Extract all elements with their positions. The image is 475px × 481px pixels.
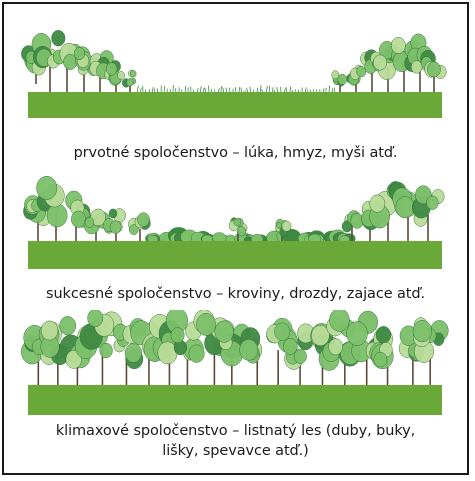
stage-2-illustration xyxy=(12,166,458,274)
stage-1-caption: prvotné spoločenstvo – lúka, hmyz, myši … xyxy=(0,143,471,163)
tree xyxy=(332,71,347,93)
meadow-scene xyxy=(12,14,458,122)
meadow-grass xyxy=(137,85,335,93)
tree xyxy=(413,320,448,386)
edge-trees xyxy=(21,30,446,93)
ground-strip xyxy=(28,92,442,118)
tree xyxy=(370,326,394,386)
tree xyxy=(240,328,262,387)
stage-2-caption: sukcesné spoločenstvo – kroviny, drozdy,… xyxy=(0,284,471,304)
shrub-scene xyxy=(12,166,458,274)
shrubs-and-trees xyxy=(23,176,444,244)
tree xyxy=(105,60,125,93)
ground-strip xyxy=(28,241,442,269)
stage-3-caption-line-1: klimaxové spoločenstvo – listnatý les (d… xyxy=(0,421,471,441)
stage-3-caption-line-2: lišky, spevavce atď.) xyxy=(0,441,471,461)
stage-1-illustration xyxy=(12,14,458,122)
tree xyxy=(37,176,68,242)
ground-strip xyxy=(28,385,442,415)
tree xyxy=(421,50,447,93)
deciduous-forest xyxy=(21,310,448,386)
tree xyxy=(66,191,91,242)
forest-scene xyxy=(12,310,458,415)
stage-3-illustration xyxy=(12,310,458,415)
tree xyxy=(347,65,366,93)
tree xyxy=(412,186,444,242)
